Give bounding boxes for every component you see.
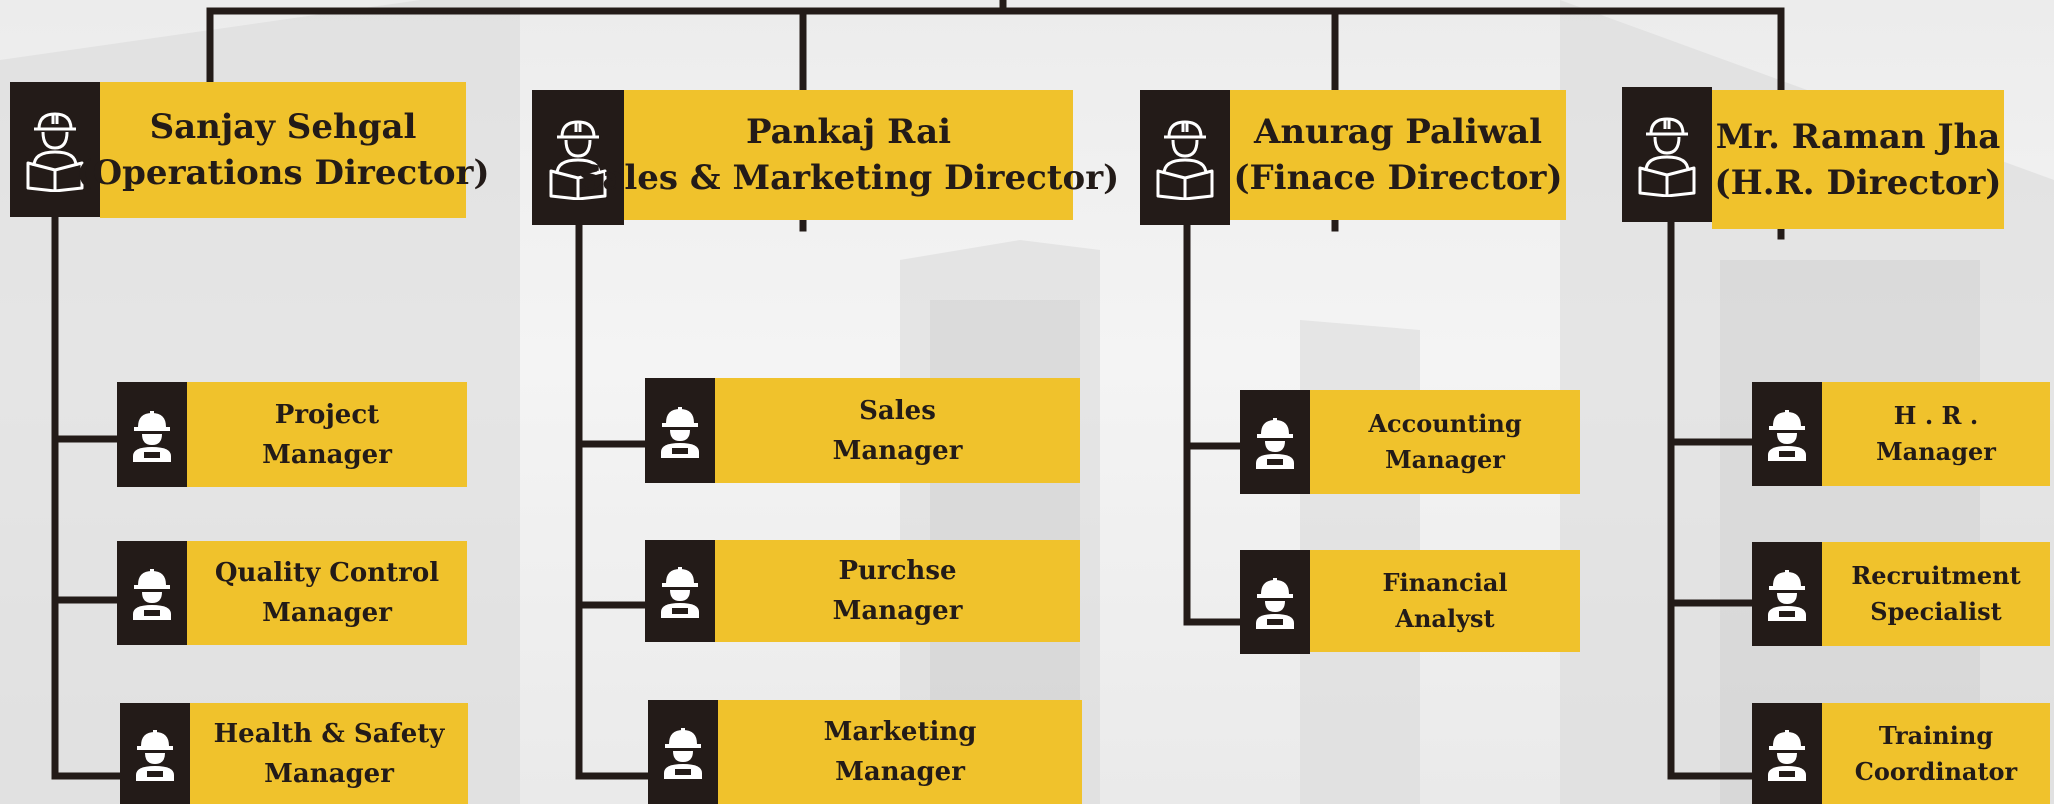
report-label: Project Manager <box>187 382 467 487</box>
worker-hard-hat-icon <box>1240 550 1310 654</box>
worker-hard-hat-icon <box>648 700 718 804</box>
worker-hard-hat-icon <box>1752 542 1822 646</box>
worker-hard-hat-icon <box>1240 390 1310 494</box>
director-title: (Finace Director) <box>1233 158 1563 198</box>
director-name: Anurag Paliwal <box>1253 112 1543 152</box>
report-label: H . R . Manager <box>1822 382 2050 486</box>
report-title-line2: Coordinator <box>1854 756 2018 786</box>
worker-hard-hat-icon <box>117 382 187 487</box>
report-title-line1: H . R . <box>1893 401 1979 430</box>
report-title-line2: Manager <box>832 435 963 466</box>
report-title-line1: Health & Safety <box>213 718 445 749</box>
worker-reading-book-icon <box>532 90 624 225</box>
report-label: Financial Analyst <box>1310 550 1580 652</box>
director-name: Sanjay Sehgal <box>149 107 417 147</box>
report-title-line2: Manager <box>835 757 965 787</box>
report-title-line1: Marketing <box>823 717 977 747</box>
worker-hard-hat-icon <box>1752 382 1822 486</box>
director-title: Sales & Marketing Director) <box>577 158 1120 198</box>
report-title-line2: Manager <box>1385 445 1505 474</box>
report-label: Recruitment Specialist <box>1822 542 2050 646</box>
director-label-hr: Mr. Raman Jha (H.R. Director) <box>1712 90 2004 229</box>
report-label: Health & Safety Manager <box>190 703 468 804</box>
director-label-sales-marketing: Pankaj Rai Sales & Marketing Director) <box>578 90 1119 220</box>
director-label-operations: Sanjay Sehgal (Operations Director) <box>76 82 490 218</box>
director-title: (Operations Director) <box>76 153 490 193</box>
worker-hard-hat-icon <box>645 378 715 483</box>
report-title-line1: Recruitment <box>1851 561 2021 590</box>
director-title: (H.R. Director) <box>1714 162 2002 203</box>
report-title-line1: Accounting <box>1368 409 1522 438</box>
report-title-line1: Sales <box>859 395 936 426</box>
director-name: Mr. Raman Jha <box>1715 116 2001 157</box>
report-label: Accounting Manager <box>1310 390 1580 494</box>
report-title-line1: Project <box>274 399 380 430</box>
report-title-line1: Quality Control <box>214 558 440 588</box>
report-label: Training Coordinator <box>1822 703 2050 804</box>
report-title-line2: Manager <box>262 439 392 470</box>
report-title-line1: Financial <box>1382 568 1508 597</box>
worker-hard-hat-icon <box>117 541 187 645</box>
director-name: Pankaj Rai <box>745 112 952 152</box>
worker-hard-hat-icon <box>120 703 190 804</box>
report-title-line1: Training <box>1878 720 1994 750</box>
report-label: Marketing Manager <box>718 700 1082 804</box>
report-title-line2: Manager <box>264 758 394 789</box>
report-label: Quality Control Manager <box>187 541 467 645</box>
worker-hard-hat-icon <box>645 540 715 642</box>
worker-hard-hat-icon <box>1752 703 1822 804</box>
report-title-line2: Analyst <box>1395 604 1495 633</box>
report-title-line1: Purchse <box>838 556 957 586</box>
worker-reading-book-icon <box>1140 90 1230 225</box>
report-title-line2: Manager <box>832 596 963 626</box>
report-title-line2: Specialist <box>1870 597 2002 626</box>
report-label: Sales Manager <box>715 378 1080 483</box>
worker-reading-book-icon <box>10 82 100 217</box>
report-label: Purchse Manager <box>715 540 1080 642</box>
report-title-line2: Manager <box>262 598 392 628</box>
director-label-finance: Anurag Paliwal (Finace Director) <box>1230 90 1566 220</box>
report-title-line2: Manager <box>1876 437 1996 466</box>
worker-reading-book-icon <box>1622 87 1712 222</box>
